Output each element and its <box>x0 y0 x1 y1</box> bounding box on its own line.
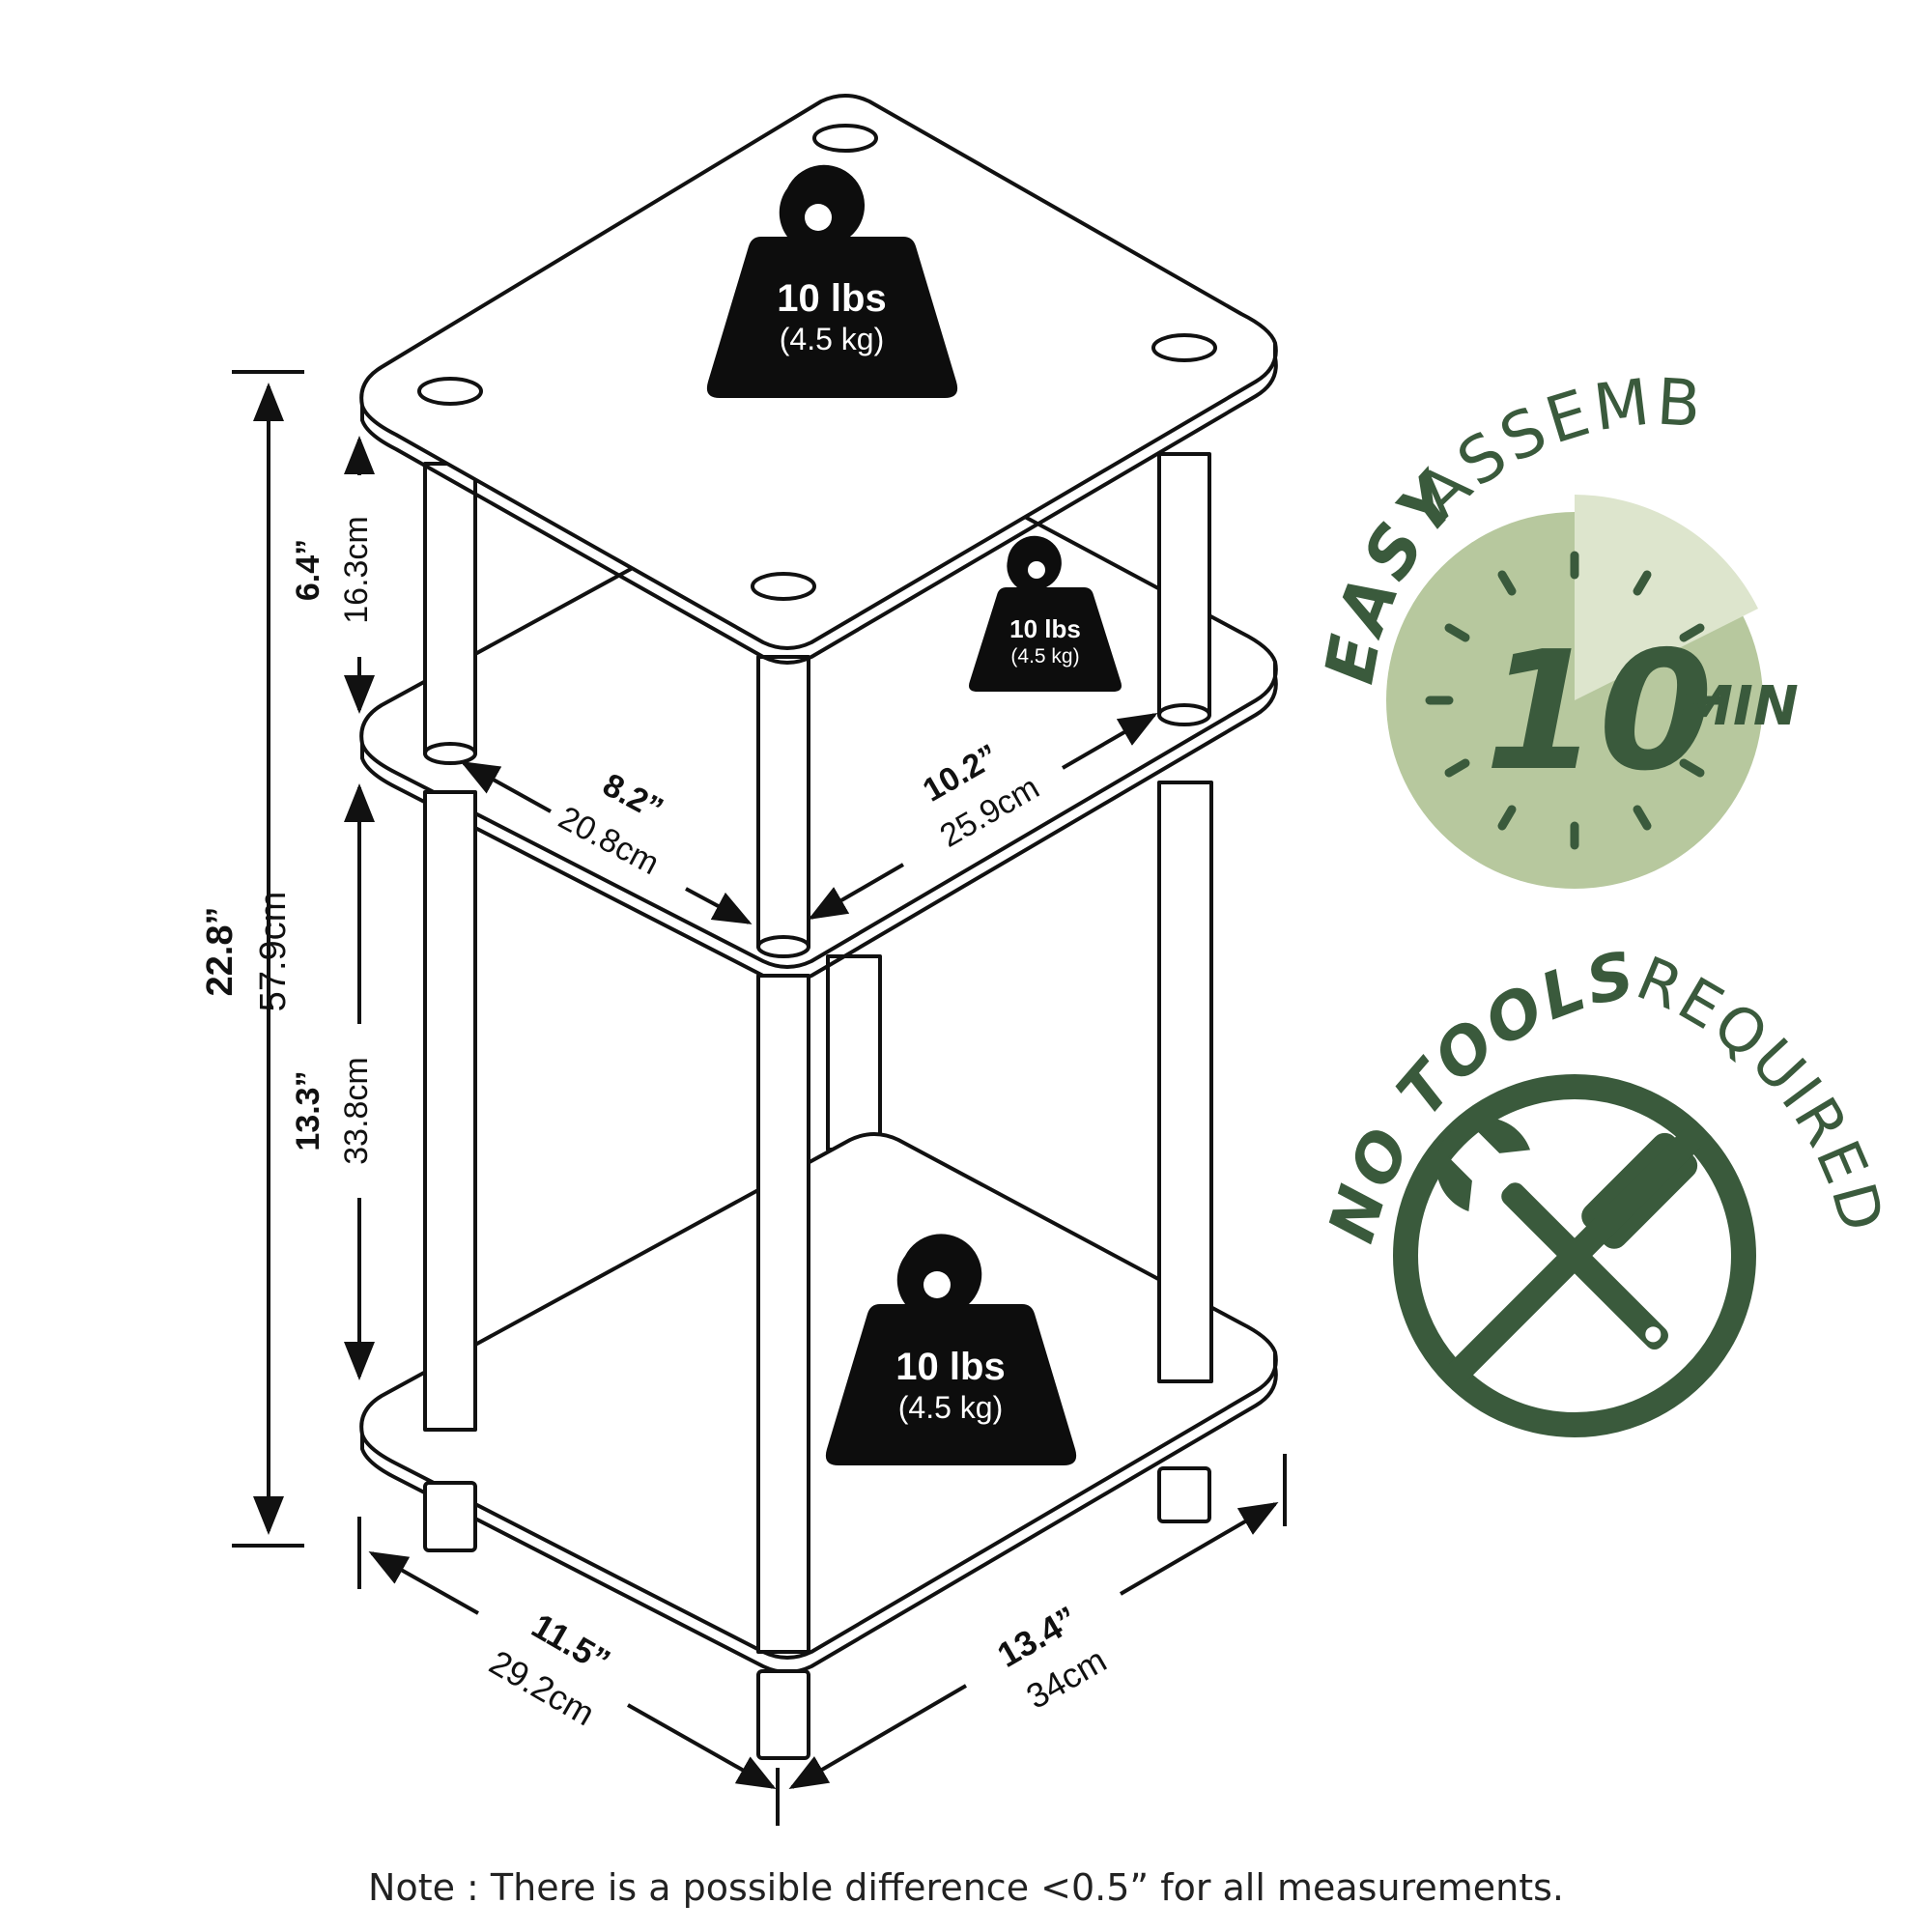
no-tools-icon <box>1393 1074 1756 1437</box>
lower-gap-cm: 33.8cm <box>338 1057 375 1165</box>
foot-front <box>756 1669 810 1760</box>
leg-front-lower <box>756 974 810 1654</box>
foot-right <box>1157 1466 1211 1523</box>
weight-middle-lbs: 10 lbs <box>1009 614 1081 643</box>
weight-top-lbs: 10 lbs <box>777 277 886 320</box>
weight-icon: 10 lbs (4.5 kg) <box>969 535 1122 692</box>
foot-left <box>423 1481 477 1552</box>
leg-right-upper <box>1157 452 1211 717</box>
peg-hole-left <box>417 377 483 406</box>
weight-icon: 10 lbs (4.5 kg) <box>706 164 958 398</box>
leg-front-upper <box>756 655 810 949</box>
peg-hole-back <box>812 124 878 153</box>
peg-hole-front <box>751 572 816 601</box>
total-height-in: 22.8” <box>200 907 241 997</box>
weight-bottom-lbs: 10 lbs <box>895 1346 1005 1388</box>
weight-icon: 10 lbs (4.5 kg) <box>825 1234 1077 1465</box>
clock-icon: 10 MIN <box>1386 495 1799 889</box>
top-gap-in: 6.4” <box>290 539 327 601</box>
weight-bottom-kg: (4.5 kg) <box>898 1390 1003 1425</box>
total-height-cm: 57.9cm <box>253 892 294 1012</box>
leg-right-lower <box>1157 781 1213 1383</box>
badge-minutes: 10 <box>1485 616 1714 808</box>
top-gap-cm: 16.3cm <box>338 516 375 624</box>
lower-gap-in: 13.3” <box>290 1070 327 1151</box>
leg-left-upper <box>423 462 477 755</box>
weight-top-kg: (4.5 kg) <box>780 322 884 356</box>
no-tools-badge: NO TOOLS REQUIRED <box>1314 937 1895 1437</box>
dimension-lines <box>232 370 1287 1826</box>
peg-hole-right <box>1151 333 1217 362</box>
badge-min-unit: MIN <box>1679 675 1798 738</box>
leg-left-lower <box>423 790 477 1432</box>
leg-back-lower <box>826 954 882 1151</box>
weight-middle-kg: (4.5 kg) <box>1010 645 1079 668</box>
measurement-note: Note : There is a possible difference <0… <box>368 1866 1564 1909</box>
